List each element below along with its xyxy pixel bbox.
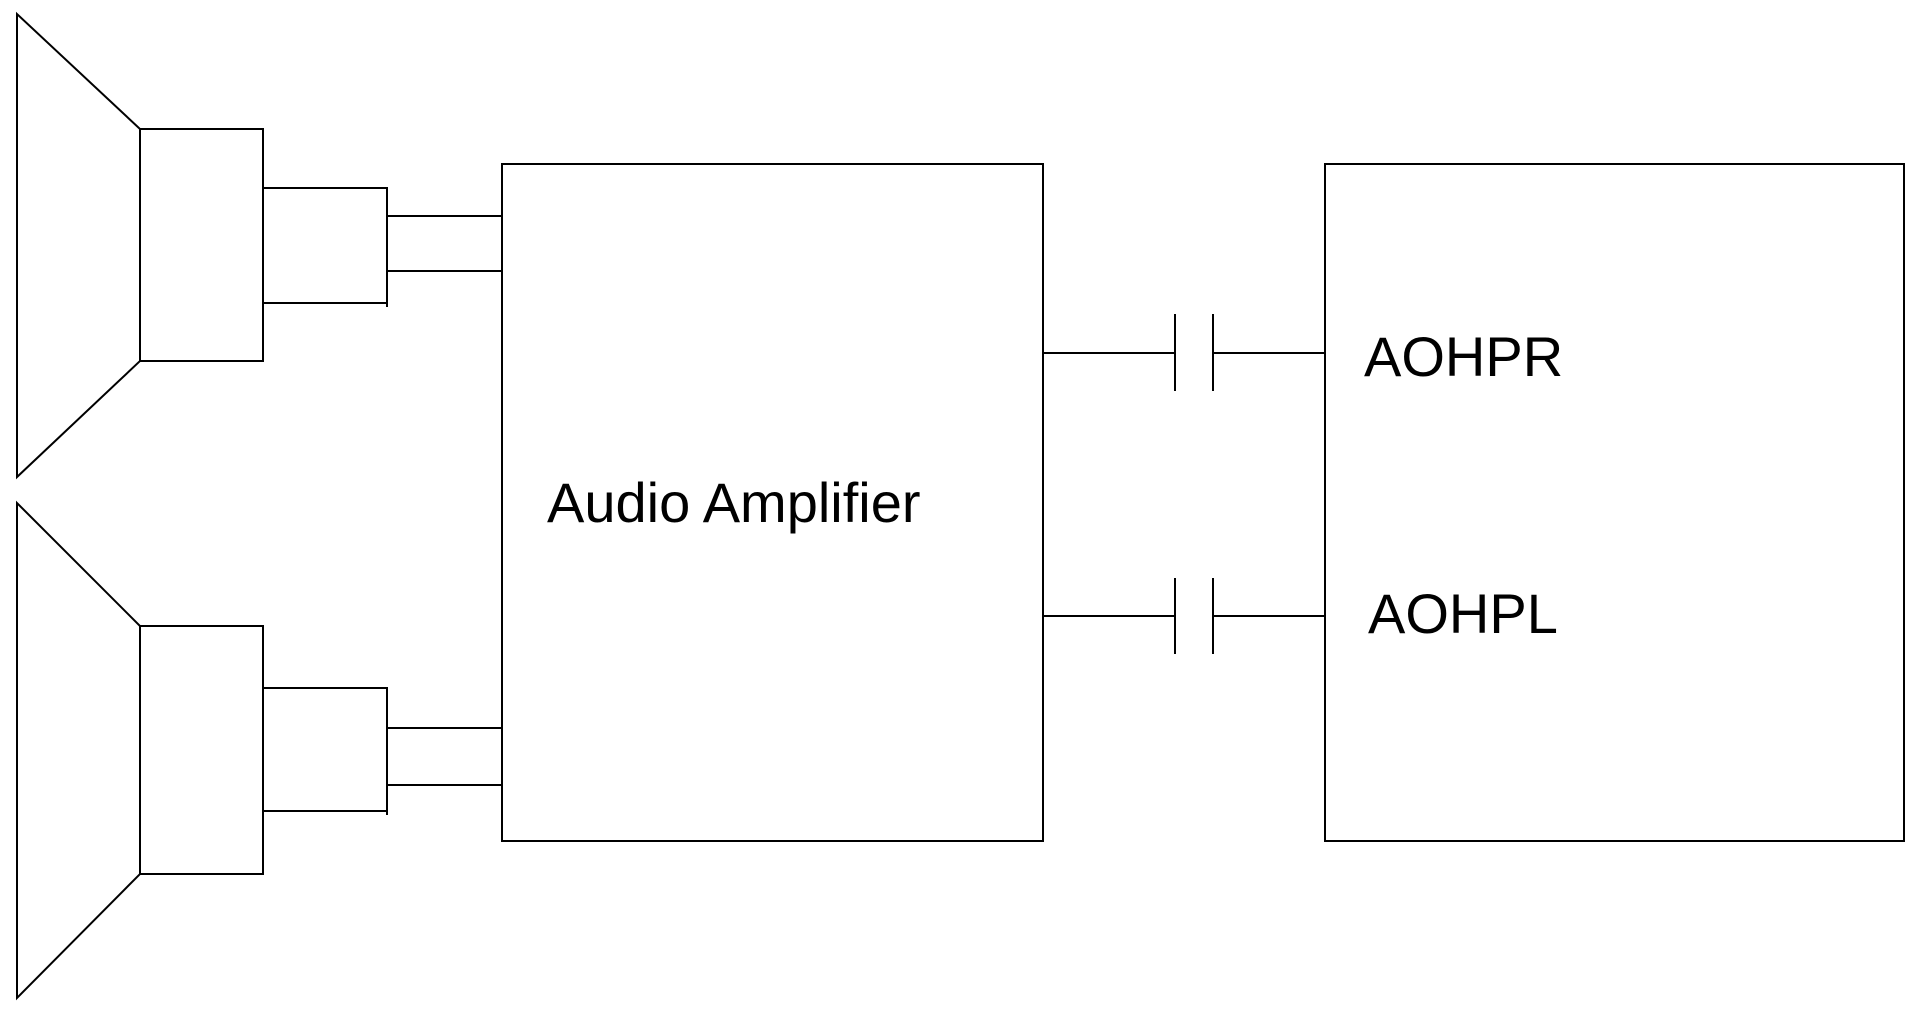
speaker-top-wires xyxy=(386,215,503,272)
speaker-bottom-wires xyxy=(386,727,503,786)
output-label-left: AOHPL xyxy=(1368,582,1558,645)
audio-source-block xyxy=(1324,163,1905,842)
output-label-right: AOHPR xyxy=(1364,325,1563,388)
capacitor-right-icon xyxy=(1042,314,1326,391)
amplifier-block xyxy=(501,163,1044,842)
speaker-top-icon xyxy=(16,11,388,480)
speaker-bottom-icon xyxy=(16,500,388,1001)
amplifier-label: Audio Amplifier xyxy=(547,471,921,534)
capacitor-left-icon xyxy=(1042,578,1326,654)
